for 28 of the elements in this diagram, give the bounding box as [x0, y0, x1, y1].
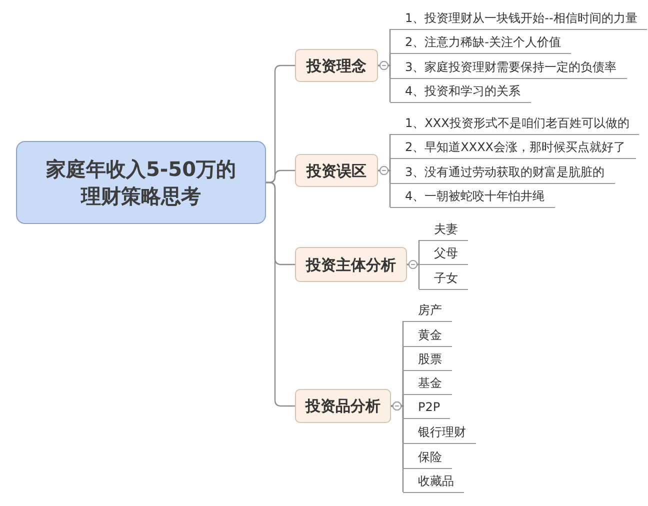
- subtopic-label: P2P: [403, 397, 450, 419]
- subtopic-label: 2、早知道XXXX会涨，那时候买点就好了: [390, 137, 636, 159]
- subtopic-label: 4、一朝被蛇咬十年怕井绳: [390, 186, 555, 208]
- subtopic-label: 1、XXX投资形式不是咱们老百姓可以做的: [390, 113, 640, 135]
- subtopic-label: 基金: [403, 373, 452, 395]
- subtopic-label: 4、投资和学习的关系: [390, 81, 531, 103]
- connector-line: [266, 182, 295, 407]
- topic-box: 投资理念: [295, 49, 378, 82]
- topic-box: 投资主体分析: [295, 247, 407, 282]
- subtopic-label: 父母: [419, 243, 468, 265]
- subtopic-label: 子女: [419, 268, 468, 290]
- central-topic-box: 家庭年收入5-50万的理财策略思考: [16, 141, 266, 224]
- subtopic-label: 2、注意力稀缺-关注个人价值: [390, 32, 571, 54]
- connector-line: [407, 260, 420, 289]
- subtopic-label: 3、没有通过劳动获取的财富是肮脏的: [390, 162, 615, 184]
- connector-line: [378, 61, 391, 102]
- connector-line: [378, 166, 391, 207]
- subtopic-label: 黄金: [403, 325, 452, 347]
- topic-box: 投资品分析: [295, 389, 391, 423]
- subtopic-label: 房产: [403, 300, 452, 322]
- subtopic-label: 收藏品: [403, 471, 464, 493]
- subtopic-label: 股票: [403, 349, 452, 371]
- subtopic-label: 夫妻: [419, 219, 468, 241]
- topic-box: 投资误区: [295, 154, 378, 187]
- subtopic-label: 银行理财: [403, 422, 476, 444]
- subtopic-label: 保险: [403, 447, 452, 469]
- subtopic-label: 1、投资理财从一块钱开始--相信时间的力量: [390, 8, 648, 30]
- subtopic-label: 3、家庭投资理财需要保持一定的负债率: [390, 57, 627, 79]
